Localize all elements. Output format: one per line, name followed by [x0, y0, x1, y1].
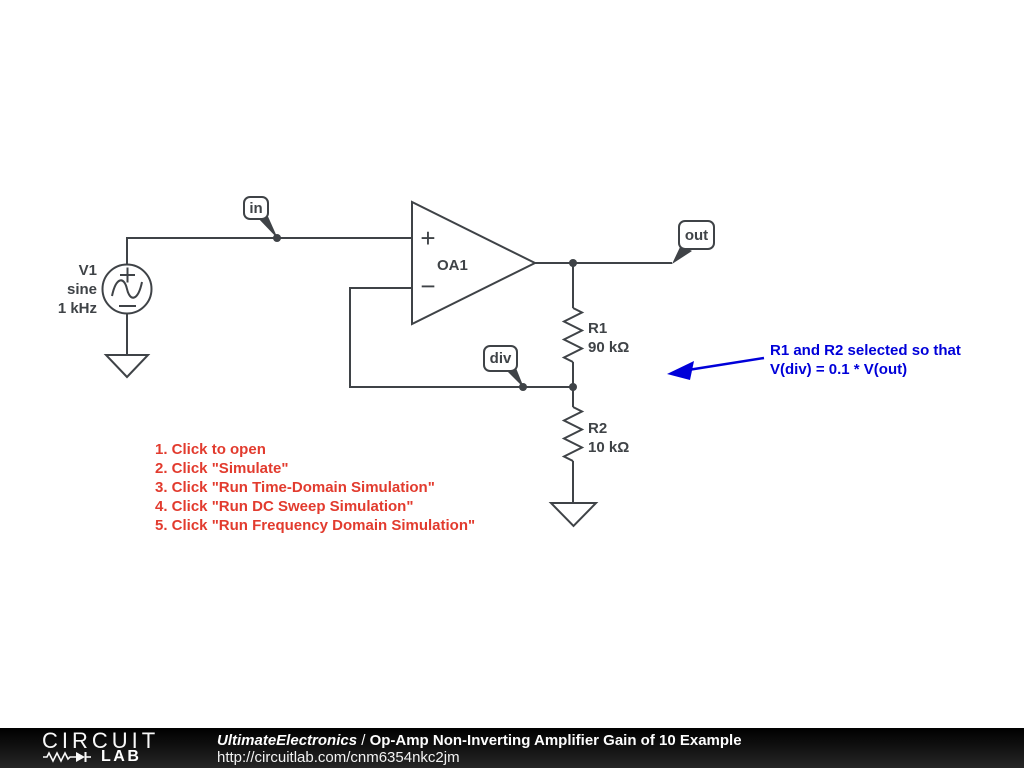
- instruction-item: 2. Click "Simulate": [155, 460, 289, 477]
- logo-circuit-text: CIRCUIT: [42, 728, 160, 753]
- footer-separator: /: [357, 732, 370, 749]
- instruction-list: 1. Click to open 2. Click "Simulate" 3. …: [155, 440, 475, 535]
- r1-value: 90 kΩ: [588, 339, 630, 356]
- v1-name: V1: [78, 262, 97, 279]
- annotation-line2: V(div) = 0.1 * V(out): [770, 361, 908, 378]
- net-flag-in[interactable]: in: [243, 196, 269, 220]
- instruction-item: 3. Click "Run Time-Domain Simulation": [155, 479, 435, 496]
- opamp-triangle[interactable]: [411, 200, 538, 326]
- r2-name: R2: [588, 420, 608, 437]
- resistor-r2-symbol[interactable]: [561, 406, 585, 462]
- ground-symbol-r2[interactable]: [548, 502, 599, 528]
- instruction-item: 1. Click to open: [155, 441, 266, 458]
- logo-lab-text: LAB: [101, 748, 142, 765]
- footer-bar: CIRCUIT LAB UltimateElectronics / Op-Amp…: [0, 728, 1024, 768]
- circuitlab-logo[interactable]: CIRCUIT LAB: [42, 728, 160, 766]
- opamp-name: OA1: [437, 257, 468, 274]
- junction-dot-divider: [569, 383, 577, 391]
- opamp-plus-input-label: +: [420, 223, 436, 253]
- r2-value: 10 kΩ: [588, 439, 630, 456]
- footer-title-line: UltimateElectronics / Op-Amp Non-Inverti…: [217, 732, 742, 749]
- v1-frequency: 1 kHz: [57, 300, 97, 317]
- footer-author[interactable]: UltimateElectronics: [217, 732, 358, 749]
- instruction-item: 4. Click "Run DC Sweep Simulation": [155, 498, 414, 515]
- net-flag-out[interactable]: out: [678, 220, 715, 250]
- footer-title: Op-Amp Non-Inverting Amplifier Gain of 1…: [369, 732, 742, 749]
- ground-symbol-v1[interactable]: [103, 354, 151, 379]
- annotation-line1: R1 and R2 selected so that: [770, 342, 961, 359]
- v1-sine-icon: [111, 279, 143, 299]
- footer-url[interactable]: http://circuitlab.com/cnm6354nkc2jm: [217, 749, 460, 766]
- junction-dot-in: [273, 234, 281, 242]
- annotation-note: R1 and R2 selected so that V(div) = 0.1 …: [770, 341, 961, 379]
- net-flag-div[interactable]: div: [483, 345, 518, 372]
- opamp-minus-input-label: −: [420, 271, 436, 301]
- resistor-diode-icon: [43, 751, 91, 763]
- resistor-r1-symbol[interactable]: [561, 307, 585, 363]
- annotation-arrow: [667, 356, 765, 380]
- v1-waveform: sine: [66, 281, 97, 298]
- r1-name: R1: [588, 320, 608, 337]
- junction-dot-out: [569, 259, 577, 267]
- v1-labels: V1 sine 1 kHz: [30, 261, 97, 318]
- wire-feedback-net: [349, 287, 573, 388]
- wire-in-net: [126, 237, 412, 264]
- instruction-item: 5. Click "Run Frequency Domain Simulatio…: [155, 517, 476, 534]
